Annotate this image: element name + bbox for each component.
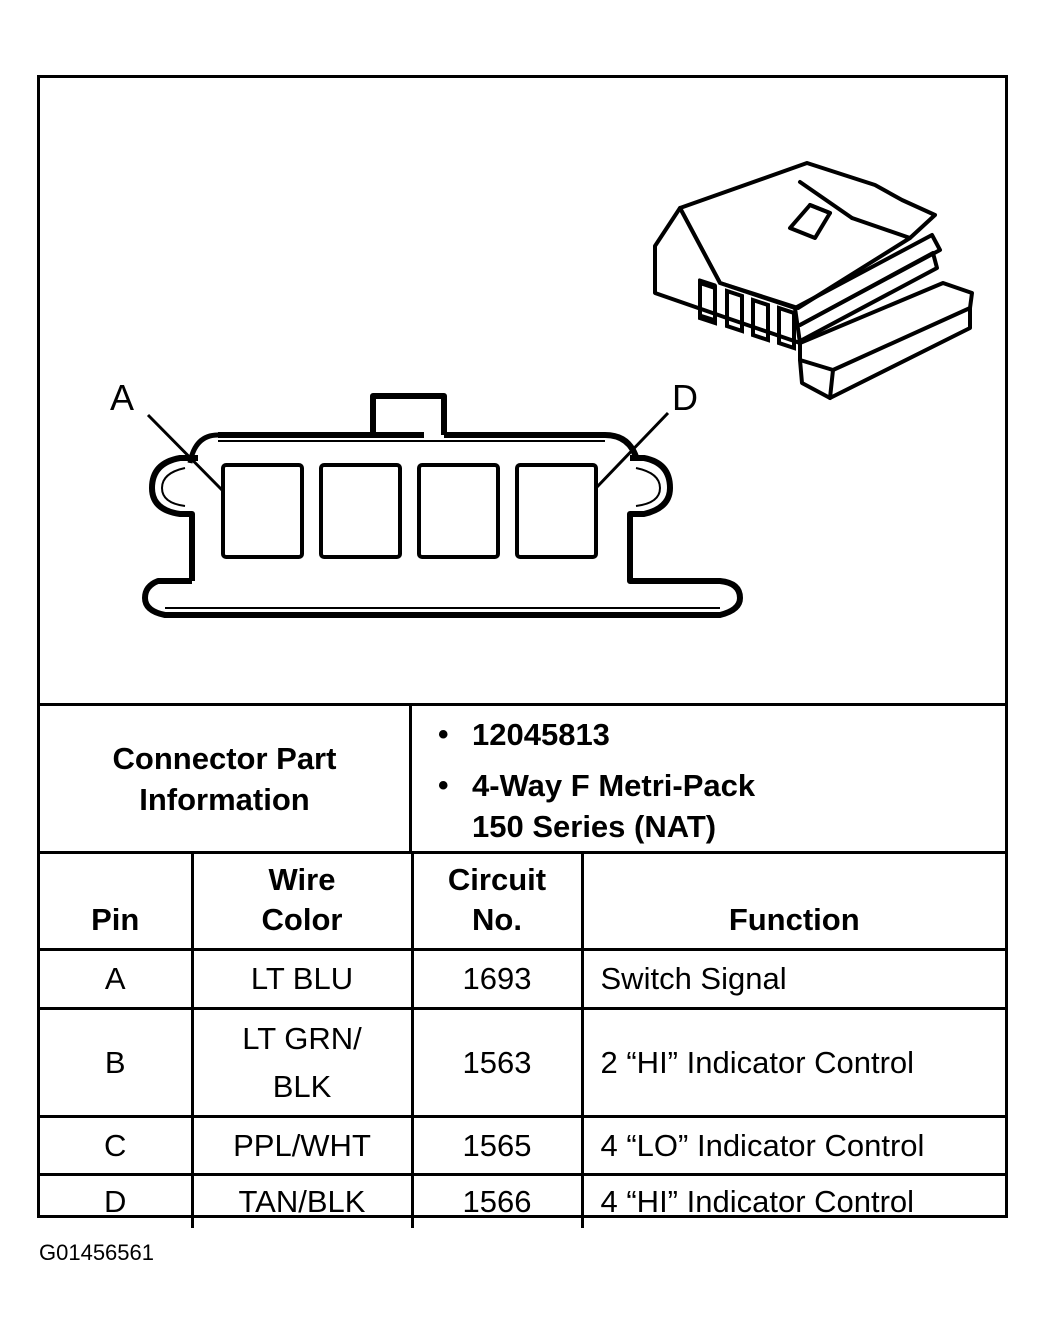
- callout-label-d: D: [672, 377, 698, 418]
- callout-leaders: [146, 411, 670, 493]
- part-number-item: • 12045813: [438, 714, 1005, 755]
- cavity-d: [515, 463, 598, 559]
- cavity-a: [221, 463, 304, 559]
- connector-part-info-label: Connector Part Information: [40, 706, 412, 851]
- callout-label-a: A: [110, 377, 135, 418]
- pinout-table: Pin Wire Color Circuit No. Function A LT…: [40, 851, 1005, 1228]
- wire-color-cell: LT GRN/ BLK: [190, 1007, 414, 1118]
- table-header-row: Pin Wire Color Circuit No. Function: [40, 851, 1005, 951]
- bullet-icon: •: [438, 769, 449, 802]
- connector-face-cavities: [221, 463, 598, 559]
- header-circuit-no: Circuit No.: [410, 851, 584, 951]
- header-function: Function: [580, 851, 1005, 951]
- cavity-b: [319, 463, 402, 559]
- function-cell: 4 “LO” Indicator Control: [580, 1115, 1005, 1176]
- diagram-frame: A D Connector Part Information • 1204581…: [37, 75, 1008, 1228]
- circuit-cell: 1566: [410, 1173, 584, 1228]
- connector-part-info-list: • 12045813 • 4-Way F Metri-Pack 150 Seri…: [412, 706, 1005, 851]
- table-row: A LT BLU 1693 Switch Signal: [40, 948, 1005, 1010]
- connector-drawing: [142, 161, 974, 618]
- label-line-2: Information: [139, 781, 310, 817]
- isometric-connector-icon: [653, 161, 974, 400]
- bullet-icon: •: [438, 718, 449, 751]
- pin-cell: D: [40, 1173, 194, 1228]
- figure-id: G01456561: [39, 1240, 154, 1265]
- table-row: C PPL/WHT 1565 4 “LO” Indicator Control: [40, 1115, 1005, 1176]
- function-cell: 2 “HI” Indicator Control: [580, 1007, 1005, 1118]
- wire-color-cell: LT BLU: [190, 948, 414, 1010]
- table-row: D TAN/BLK 1566 4 “HI” Indicator Control: [40, 1173, 1005, 1228]
- pin-cell: B: [40, 1007, 194, 1118]
- circuit-cell: 1563: [410, 1007, 584, 1118]
- header-wire-color: Wire Color: [190, 851, 414, 951]
- circuit-cell: 1565: [410, 1115, 584, 1176]
- cavity-c: [417, 463, 500, 559]
- connector-part-info: Connector Part Information • 12045813 • …: [40, 703, 1005, 851]
- function-cell: 4 “HI” Indicator Control: [580, 1173, 1005, 1228]
- isometric-cavities: [698, 280, 796, 351]
- circuit-cell: 1693: [410, 948, 584, 1010]
- table-row: B LT GRN/ BLK 1563 2 “HI” Indicator Cont…: [40, 1007, 1005, 1118]
- part-number: 12045813: [472, 717, 610, 752]
- connector-type-line-1: 4-Way F Metri-Pack: [472, 768, 756, 803]
- pin-cell: A: [40, 948, 194, 1010]
- connector-type-line-2: 150 Series (NAT): [472, 809, 717, 844]
- label-line-1: Connector Part: [112, 740, 337, 776]
- wire-color-cell: TAN/BLK: [190, 1173, 414, 1228]
- wire-color-cell: PPL/WHT: [190, 1115, 414, 1176]
- header-pin: Pin: [40, 851, 194, 951]
- function-cell: Switch Signal: [580, 948, 1005, 1010]
- connector-illustration: A D: [40, 78, 1005, 703]
- connector-type-item: • 4-Way F Metri-Pack 150 Series (NAT): [438, 765, 1005, 847]
- pin-cell: C: [40, 1115, 194, 1176]
